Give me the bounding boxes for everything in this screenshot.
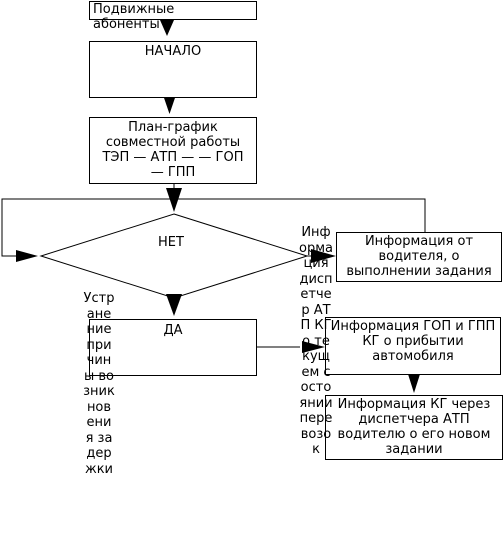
kg-info-box: Информация КГ через диспетчера АТП водит… — [325, 395, 503, 460]
arrowhead-driverinfo — [311, 249, 336, 263]
gop-gpp-info-label: Информация ГОП и ГПП КГ о прибытии автом… — [330, 319, 496, 364]
dispatcher-info-text: Информация диспетчер АТП КГ о текущем со… — [299, 225, 333, 457]
arrowhead-gop — [302, 341, 325, 353]
start-box: НАЧАЛО — [89, 41, 257, 98]
decision-no-label: НЕТ — [158, 235, 184, 250]
eliminate-causes-text: Устранение причины возникновения задержк… — [83, 291, 115, 477]
decision-yes-label: ДА — [163, 323, 183, 338]
plan-schedule-label: План-график совместной работы ТЭП — АТП … — [102, 120, 244, 180]
driver-info-box: Информация от водителя, о выполнении зад… — [336, 232, 502, 282]
plan-schedule-box: План-график совместной работы ТЭП — АТП … — [89, 117, 257, 184]
connector-feedback-loop — [1, 198, 426, 257]
arrowhead-decision — [166, 188, 182, 212]
arrowhead-start — [160, 20, 174, 36]
decision-yes-box: ДА — [89, 319, 257, 376]
kg-info-label: Информация КГ через диспетчера АТП водит… — [337, 397, 491, 457]
start-label: НАЧАЛО — [144, 44, 202, 59]
arrowhead-loop — [16, 250, 38, 262]
arrowhead-kg — [407, 371, 421, 393]
mobile-subscribers-label: Подвижные абоненты — [93, 2, 175, 32]
decision-diamond — [39, 213, 309, 299]
mobile-subscribers-box: Подвижные абоненты — [89, 1, 257, 32]
gop-gpp-info-box: Информация ГОП и ГПП КГ о прибытии автом… — [325, 317, 501, 375]
arrowhead-yes — [166, 294, 182, 316]
driver-info-label: Информация от водителя, о выполнении зад… — [346, 234, 492, 279]
